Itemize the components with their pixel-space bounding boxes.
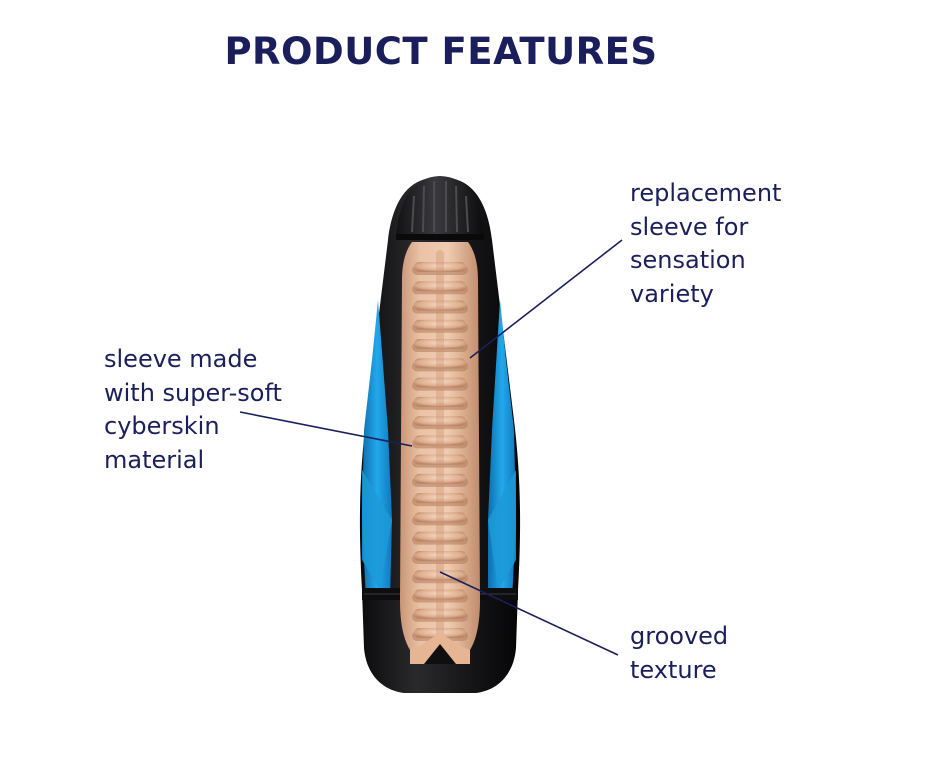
callout-line-text: variety: [630, 279, 714, 308]
rib: [414, 493, 466, 504]
callout-sleeve-material: sleeve made with super-soft cyberskin ma…: [104, 343, 282, 477]
rib: [414, 550, 466, 561]
rib: [414, 531, 466, 542]
rib: [414, 608, 466, 619]
callout-line-text: material: [104, 445, 205, 474]
top-cap: [396, 176, 484, 236]
callout-line-text: sensation: [630, 246, 746, 274]
callout-line-text: sleeve made: [104, 345, 258, 373]
center-channel: [436, 250, 444, 640]
rib: [414, 358, 466, 369]
rib: [414, 300, 466, 311]
callout-line-sleeve: [239, 411, 413, 447]
rib: [414, 262, 466, 272]
rib: [414, 281, 466, 292]
rib: [414, 589, 466, 600]
callout-line-text: grooved: [630, 622, 729, 650]
callout-replacement-sleeve: replacement sleeve for sensation variety: [630, 177, 781, 311]
callout-line-text: sleeve for: [630, 212, 749, 241]
rib: [414, 473, 466, 484]
rib: [414, 512, 466, 523]
rib: [414, 339, 466, 350]
callout-line-text: replacement: [630, 179, 782, 207]
rib: [414, 396, 466, 407]
rib: [414, 377, 466, 388]
callout-line-text: texture: [630, 655, 717, 684]
page-title: PRODUCT FEATURES: [224, 30, 658, 73]
rib: [414, 435, 466, 446]
callout-line-text: cyberskin: [104, 412, 220, 440]
blue-panel-lower-right: [488, 470, 516, 590]
callout-line-grooved: [439, 571, 619, 656]
callout-line-text: with super-soft: [104, 378, 282, 407]
blue-panel-lower-left: [362, 470, 392, 590]
rib: [414, 319, 466, 330]
callout-grooved-texture: grooved texture: [630, 620, 728, 687]
rib: [414, 416, 466, 427]
callout-line-replacement: [469, 239, 623, 359]
sleeve-ribs: [412, 250, 468, 641]
rib: [414, 454, 466, 465]
